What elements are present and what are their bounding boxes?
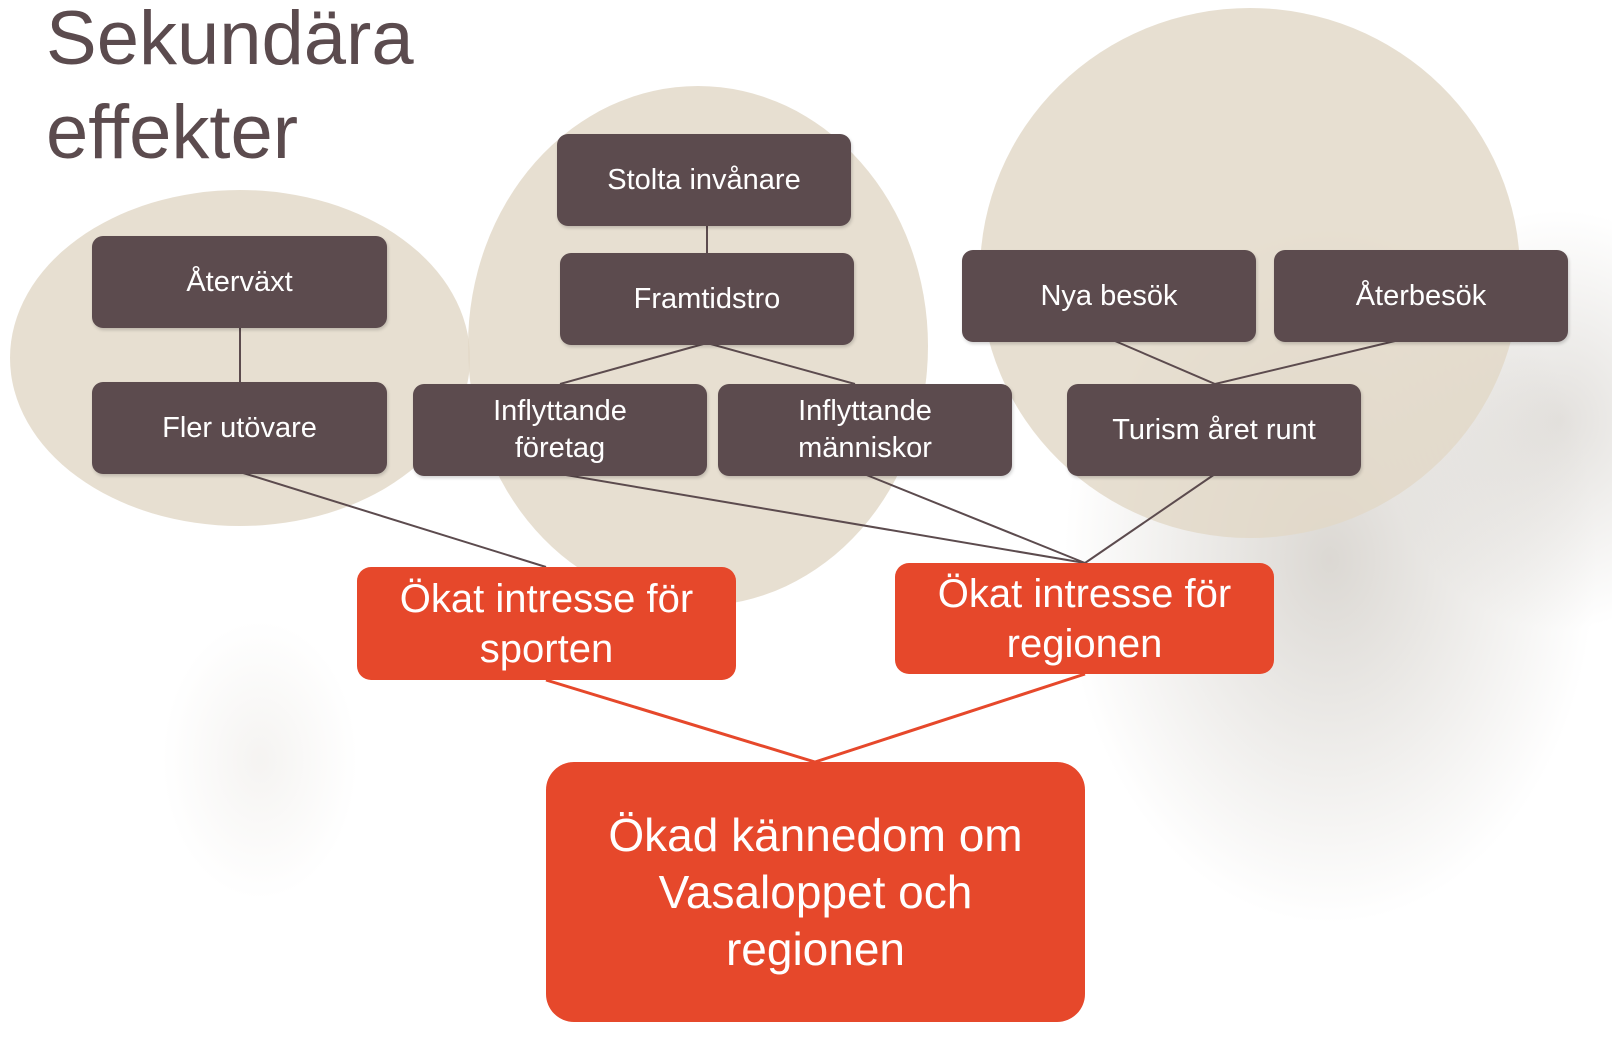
node-stolta-invanare-label: Stolta invånare	[607, 163, 801, 196]
line-region-kannedom	[814, 672, 1086, 764]
node-okad-kannedom: Ökad kännedom om Vasaloppet och regionen	[546, 762, 1085, 1022]
node-inflyttande-manniskor: Inflyttande människor	[718, 384, 1012, 476]
node-turism-aret-runt-label: Turism året runt	[1112, 413, 1316, 446]
line-framtid-manniskor	[706, 342, 856, 385]
node-stolta-invanare: Stolta invånare	[557, 134, 851, 226]
node-okat-intresse-sporten: Ökat intresse för sporten	[357, 567, 736, 680]
node-framtidstro-label: Framtidstro	[633, 282, 781, 315]
node-nya-besok-label: Nya besök	[1040, 279, 1178, 312]
node-okat-intresse-sporten-label: Ökat intresse för sporten	[399, 576, 694, 671]
line-framtid-foretag	[559, 342, 708, 385]
slide-title: Sekundära effekter	[46, 0, 414, 175]
line-turism-region	[1084, 473, 1216, 564]
line-nya-turism	[1114, 340, 1216, 385]
node-aterväxt-label: Återväxt	[186, 265, 293, 298]
node-fler-utovare: Fler utövare	[92, 382, 387, 474]
node-inflyttande-manniskor-label: Inflyttande människor	[798, 395, 932, 464]
node-inflyttande-foretag: Inflyttande företag	[413, 384, 707, 476]
line-fler-sport	[239, 471, 547, 568]
node-turism-aret-runt: Turism året runt	[1067, 384, 1361, 476]
node-inflyttande-foretag-label: Inflyttande företag	[493, 395, 627, 464]
node-okat-intresse-regionen-label: Ökat intresse för regionen	[937, 571, 1232, 666]
node-okat-intresse-regionen: Ökat intresse för regionen	[895, 563, 1274, 674]
line-sport-kannedom	[545, 678, 816, 764]
line-ater-turism	[1214, 340, 1396, 385]
line-foretag-region	[559, 473, 1086, 564]
node-aterbesok: Återbesök	[1274, 250, 1568, 342]
node-okad-kannedom-label: Ökad kännedom om Vasaloppet och regionen	[608, 808, 1023, 975]
node-aterbesok-label: Återbesök	[1355, 279, 1487, 312]
line-manniskor-region	[863, 473, 1086, 564]
node-aterväxt: Återväxt	[92, 236, 387, 328]
node-nya-besok: Nya besök	[962, 250, 1256, 342]
node-fler-utovare-label: Fler utövare	[162, 411, 317, 444]
node-framtidstro: Framtidstro	[560, 253, 854, 345]
